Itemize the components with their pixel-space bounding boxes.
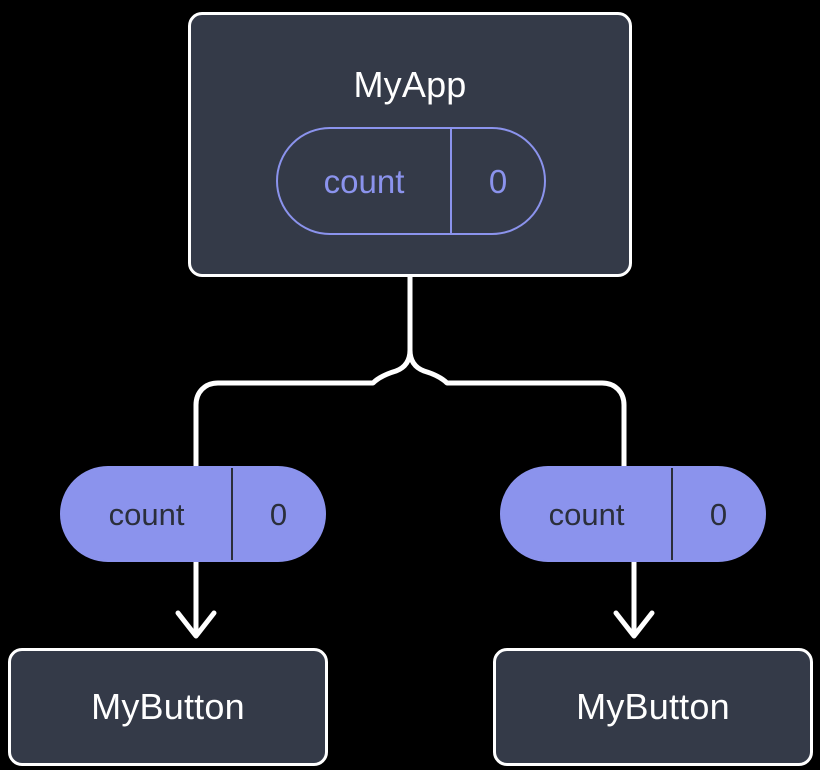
node-mybutton-left[interactable]: MyButton xyxy=(8,648,328,766)
state-pill-right[interactable]: count 0 xyxy=(500,466,766,562)
state-pill-myapp-key: count xyxy=(323,162,405,200)
state-pill-myapp[interactable]: count 0 xyxy=(276,127,546,235)
node-mybutton-right[interactable]: MyButton xyxy=(493,648,813,766)
state-pill-right-key: count xyxy=(548,496,625,532)
node-mybutton-right-label: MyButton xyxy=(576,686,730,727)
edge-branch-right xyxy=(407,347,627,469)
state-pill-left-value: 0 xyxy=(231,468,324,560)
arrow-left-pill-to-button xyxy=(175,562,217,639)
state-pill-right-value: 0 xyxy=(671,468,764,560)
arrow-right-pill-to-button xyxy=(613,562,655,639)
state-pill-left[interactable]: count 0 xyxy=(60,466,326,562)
node-myapp-label: MyApp xyxy=(353,64,467,105)
node-mybutton-left-label: MyButton xyxy=(91,686,245,727)
state-pill-myapp-value: 0 xyxy=(450,129,544,233)
state-pill-left-key: count xyxy=(108,496,185,532)
edge-root-to-branches xyxy=(193,274,413,469)
